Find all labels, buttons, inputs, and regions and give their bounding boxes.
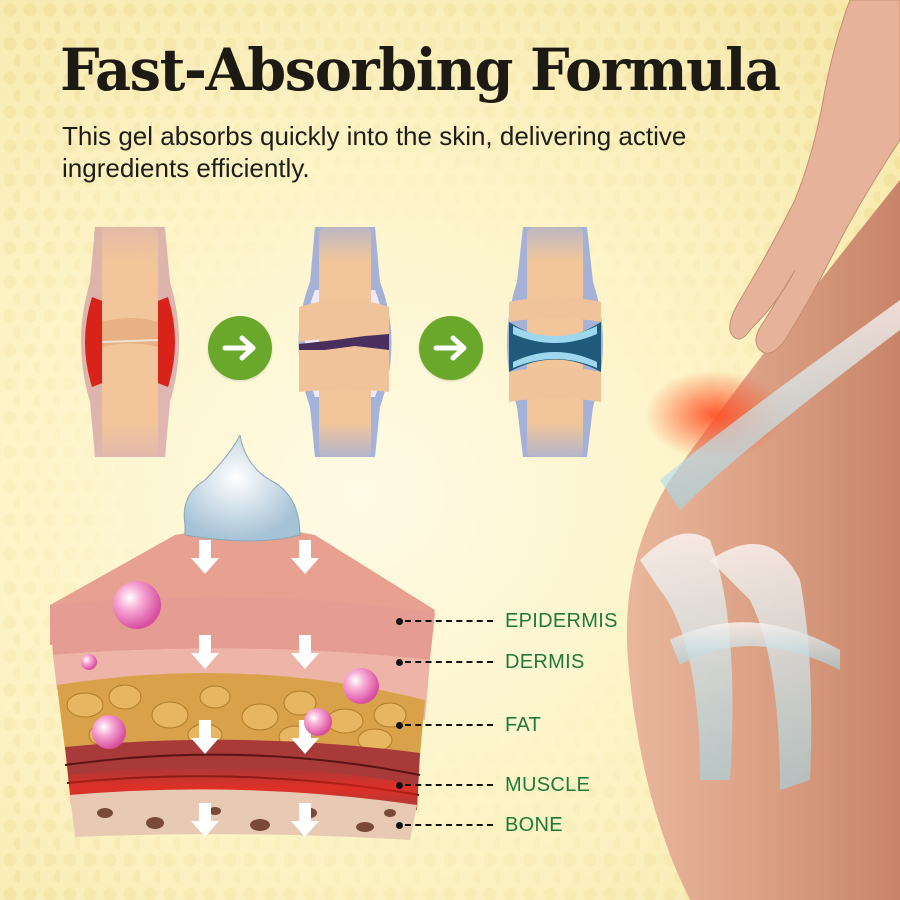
label-text: BONE: [505, 813, 563, 836]
label-text: DERMIS: [505, 650, 585, 673]
label-dermis: DERMIS: [396, 650, 585, 674]
leader-line: [405, 784, 493, 786]
label-fat: FAT: [396, 713, 541, 737]
inflamed-joint-illustration: [70, 222, 190, 462]
label-bone: BONE: [396, 813, 563, 837]
page-subtitle: This gel absorbs quickly into the skin, …: [62, 121, 687, 183]
arrow-right-icon: [208, 316, 272, 380]
leader-line: [405, 620, 493, 622]
pointer-dot: [396, 781, 403, 789]
leader-line: [405, 824, 493, 826]
label-text: MUSCLE: [505, 773, 591, 796]
label-text: FAT: [505, 713, 542, 736]
label-text: EPIDERMIS: [505, 609, 618, 632]
leader-line: [405, 661, 493, 663]
pointer-dot: [396, 721, 403, 729]
page-title: Fast-Absorbing Formula: [60, 36, 781, 104]
damaged-cartilage-joint-illustration: [285, 222, 405, 462]
healthy-joint-illustration: [495, 222, 615, 462]
skin-cross-section-illustration: [45, 433, 440, 845]
label-muscle: MUSCLE: [396, 773, 590, 797]
pointer-dot: [396, 617, 403, 625]
pointer-dot: [396, 658, 403, 666]
label-epidermis: EPIDERMIS: [396, 609, 618, 633]
leader-line: [405, 724, 493, 726]
knee-anatomy-photo: [600, 0, 900, 900]
arrow-right-icon: [419, 316, 483, 380]
pointer-dot: [396, 821, 403, 829]
